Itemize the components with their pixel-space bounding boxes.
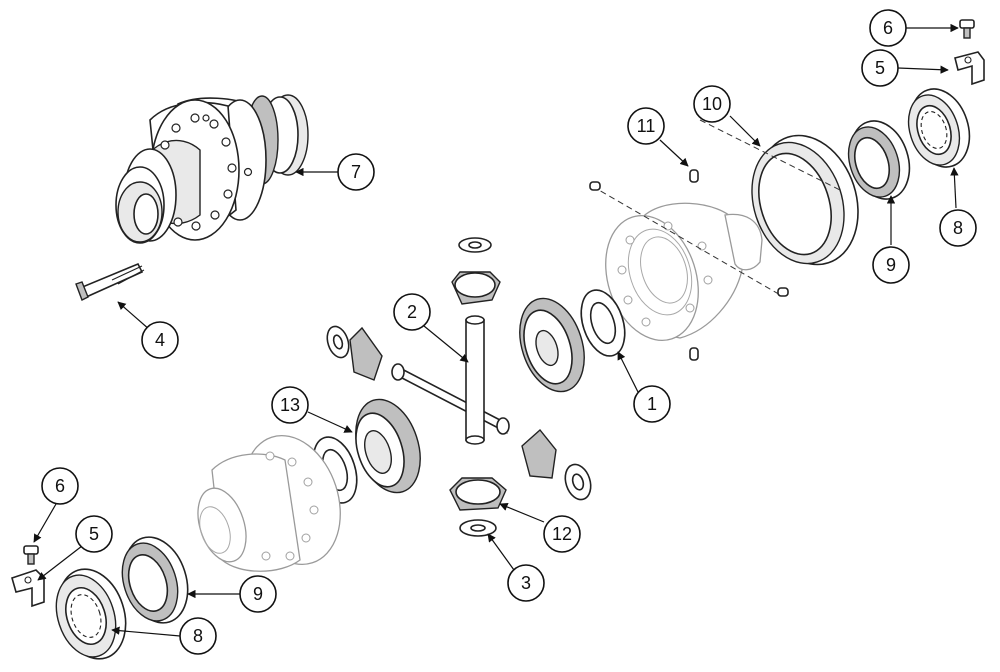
case-half-right-illustration (605, 202, 763, 342)
callout-5-upper: 5 (861, 49, 899, 87)
callout-7: 7 (337, 153, 375, 191)
svg-text:9: 9 (886, 255, 896, 275)
svg-text:6: 6 (883, 18, 893, 38)
callout-8-lower: 8 (179, 617, 217, 655)
svg-text:13: 13 (280, 395, 300, 415)
callout-1: 1 (633, 385, 671, 423)
callout-9-lower: 9 (239, 575, 277, 613)
dowel-pins-illustration (589, 169, 789, 361)
callout-4: 4 (141, 321, 179, 359)
callout-12: 12 (543, 515, 581, 553)
svg-text:11: 11 (637, 116, 656, 136)
callout-11: 11 (627, 107, 665, 145)
case-half-left-illustration (197, 434, 341, 572)
bolt-illustration (75, 262, 145, 301)
svg-text:5: 5 (875, 58, 885, 78)
bearing-lower-illustration (121, 536, 189, 624)
side-gear-right-illustration (519, 297, 585, 393)
pinion-top-illustration (451, 237, 501, 305)
svg-text:10: 10 (702, 94, 722, 114)
callout-10: 10 (693, 85, 731, 123)
lock-plate-lower-illustration (11, 569, 45, 608)
lock-screw-lower-illustration (23, 545, 39, 565)
callout-6-upper: 6 (869, 9, 907, 47)
callout-3: 3 (507, 564, 545, 602)
callout-9-upper: 9 (872, 246, 910, 284)
callout-8-upper: 8 (939, 209, 977, 247)
callout-6-lower: 6 (41, 467, 79, 505)
alignment-line-right (591, 185, 783, 297)
callout-2: 2 (393, 293, 431, 331)
svg-text:7: 7 (351, 162, 361, 182)
thrust-washer-right-illustration (580, 289, 626, 357)
side-gear-left-illustration (355, 398, 421, 494)
svg-text:6: 6 (55, 476, 65, 496)
bearing-upper-illustration (847, 120, 911, 200)
pinion-left-illustration (326, 325, 383, 381)
differential-assembly-illustration (115, 94, 309, 244)
alignment-line-upper (699, 119, 841, 191)
lock-plate-upper-illustration (954, 51, 985, 86)
svg-text:1: 1 (647, 394, 657, 414)
pinion-bottom-illustration (449, 477, 507, 537)
svg-text:3: 3 (521, 573, 531, 593)
svg-text:4: 4 (155, 330, 165, 350)
callout-5-lower: 5 (75, 515, 113, 553)
svg-text:9: 9 (253, 584, 263, 604)
cross-shaft-illustration (391, 315, 510, 445)
callout-13: 13 (271, 386, 309, 424)
svg-text:8: 8 (953, 218, 963, 238)
pinion-right-illustration (521, 428, 592, 501)
svg-text:5: 5 (89, 524, 99, 544)
svg-text:8: 8 (193, 626, 203, 646)
adjusting-nut-lower-illustration (55, 568, 127, 660)
leader-lines (33, 23, 959, 637)
lock-screw-upper-illustration (959, 19, 975, 39)
svg-text:12: 12 (552, 524, 572, 544)
seal-ring-illustration (751, 134, 859, 266)
adjusting-nut-upper-illustration (907, 88, 971, 168)
svg-text:2: 2 (407, 302, 417, 322)
